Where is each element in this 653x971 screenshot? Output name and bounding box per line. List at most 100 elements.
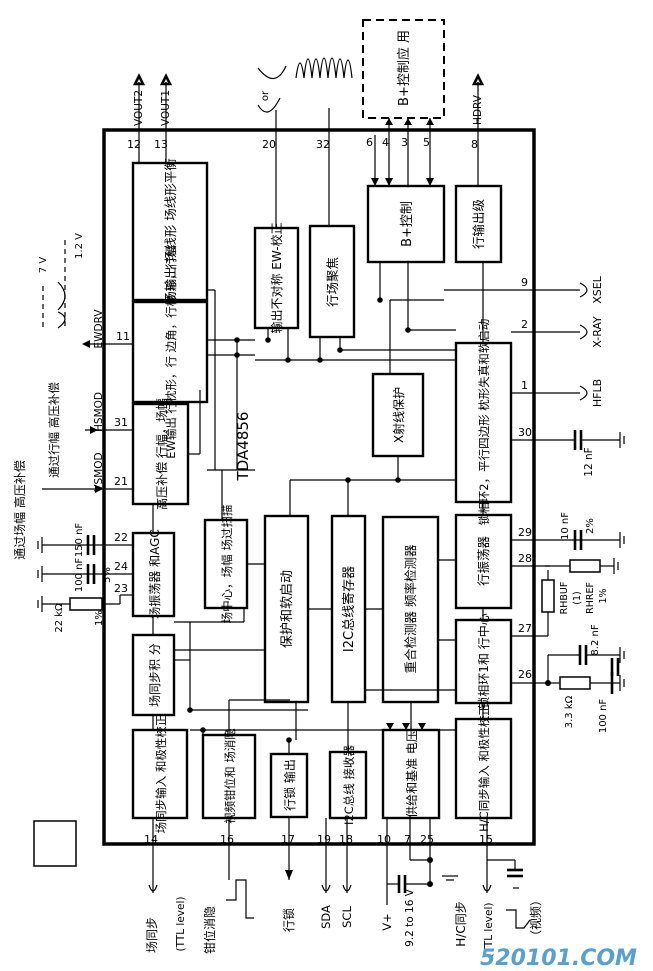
r22k-label: 22 kΩ [54,603,65,633]
r33k-label: 3.3 kΩ [564,695,575,728]
signal-vout1: VOUT1 [160,90,172,126]
pin-9: 9 [521,276,528,289]
focus-waveform [295,57,353,79]
signal-sda: SDA [319,905,333,929]
supply-reference-label: 供给和基准 电压 [405,730,419,818]
asymmetry-correction-block [253,226,300,330]
pct1a-label: 1% [94,610,105,626]
hv-size-compensation-label: 高压补偿 行幅，场幅 [154,398,169,510]
ground-symbols [613,432,625,691]
pin-6: 6 [366,136,373,149]
pin-15: 15 [479,833,493,846]
bplus-application-label: B+控制应 用 [396,30,412,106]
horizontal-oscillator-label: 行振荡器 [476,536,491,587]
signal-vplus: V+ [380,913,394,931]
i2c-register-label: I2C总线寄存器 [341,566,357,652]
vertical-output-block [131,161,209,302]
pin-17: 17 [281,833,295,846]
r22k-resistor [69,597,103,611]
chip-name: TDA4856 [234,412,252,482]
c100b-label: 100 nF [598,699,609,734]
horizontal-output-label: 行输出级 [471,199,486,250]
signal-xsel: XSEL [591,275,604,303]
pin-23: 23 [114,582,128,595]
label-via-vsize: 通过场幅 高压补偿 [12,460,27,560]
pin-11: 11 [116,330,130,343]
c150-label: 150 nF [74,523,85,558]
parabola-waveform [257,65,287,80]
pct1b-label: 1% [598,588,609,603]
pin-2: 2 [521,318,528,331]
coincidence-detector-block [381,515,440,704]
horizontal-output-block [454,184,503,264]
pin-10: 10 [377,833,391,846]
clamp-waveform [226,879,254,919]
label-12v: 1.2 V [74,233,85,259]
pin-31: 31 [114,416,128,429]
pin-12: 12 [127,138,141,151]
c12n-label: 12 nF [583,447,595,476]
left-ground-symbols [37,537,43,612]
bplus-application-box [362,19,445,119]
pin-30: 30 [518,426,532,439]
pll1-block [454,618,513,705]
c100a-label: 100 nF [74,558,85,593]
pin-27: 27 [518,622,532,635]
r33k-resistor [559,676,591,690]
signal-video: （视频） [528,894,543,942]
pct5-label: 5% [102,567,113,583]
pin-20: 20 [262,138,276,151]
pll2-label: 锁相环2，平行四边形 枕形失真和软启动 [477,319,491,525]
pin-5: 5 [423,136,430,149]
hv-sync-input-label: H/C同步输入 和极性校正 [477,704,491,832]
protection-softstart-label: 保护和软启动 [280,570,295,648]
i2c-receiver-label: I2C总线 接收器 [342,745,356,825]
coincidence-detector-label: 重合检测器 频率检测器 [403,544,418,673]
pll1-label: 锁相环1和 行中心 [476,613,491,708]
ew-output-label: EW输出 行枕形，行 边角，行梯 形，行幅 [164,245,178,459]
signal-hlock: 行锁 [281,908,296,932]
pin-7: 7 [404,833,411,846]
signal-xray: X-RAY [591,316,604,348]
c10n-label: 10 nF [560,512,571,540]
signal-scl: SCL [340,906,354,928]
label-7v: 7 V [38,257,49,274]
pin-26: 26 [518,668,532,681]
signal-hsmod: HSMOD [93,392,105,432]
internal-connections [152,262,484,754]
pll2-block [454,341,513,504]
video-clamp-label: 视频钳位和 场消隐 [223,728,237,824]
label-via-hsize: 通过行幅 高压补偿 [47,382,61,478]
watermark: 520101.COM [480,946,637,971]
pin-13: 13 [154,138,168,151]
signal-vsync: 场同步 [145,917,159,953]
pin-32: 32 [316,138,330,151]
vertical-sync-input-block [131,728,189,820]
signal-hvsync: H/C同步 [454,901,468,946]
signal-vrange: 9.2 to 16 V [404,888,416,947]
hv-focus-label: 行场聚焦 [325,257,340,307]
bplus-control-label: B+控制 [400,201,415,247]
empty-box [33,820,77,867]
vertical-output-label: 场输出 场线形 场线形平衡 [163,158,178,303]
vertical-sync-input-label: 场同步输入 和极性校正 [154,715,168,834]
video-sync-waveform [506,909,531,929]
rhref-resistor [569,559,601,573]
pin-18: 18 [339,833,353,846]
signal-clamp-blank: 钳位消隐 [202,906,217,954]
pin-28: 28 [518,552,532,565]
pin-16: 16 [220,833,234,846]
signal-hdrv: HDRV [472,94,484,125]
pin-29: 29 [518,526,532,539]
pin-19: 19 [317,833,331,846]
pct2-label: 2% [585,518,596,534]
signal-vout2: VOUT2 [133,90,145,126]
hv-focus-block [308,224,356,339]
c82n-label: 8.2 nF [590,624,601,655]
rhbuf-resistor [541,579,555,613]
rhbuf-label: RHBUF [559,582,570,615]
pin-25: 25 [420,833,434,846]
pin-21: 21 [114,475,128,488]
bplus-control-block [366,184,446,264]
